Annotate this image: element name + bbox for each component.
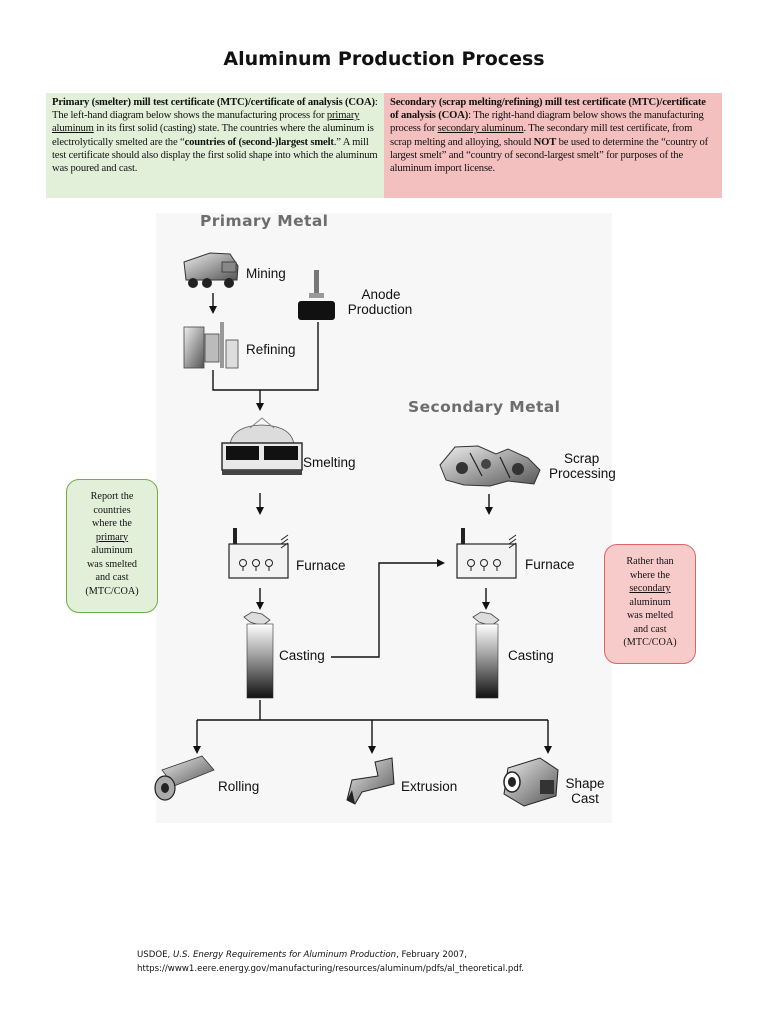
anode-production-label: Anode Production: [347, 287, 413, 317]
furnace-label-right: Furnace: [525, 557, 575, 572]
secondary-mtc-text-2: . The secondary mill test certificate, f…: [390, 123, 693, 148]
primary-callout: Report the countries where the primary a…: [66, 479, 158, 613]
citation-url: https://www1.eere.energy.gov/manufacturi…: [137, 964, 524, 974]
secondary-aluminum-term: secondary aluminum: [437, 123, 524, 135]
shape-label-line-2: Cast: [571, 791, 599, 806]
furnace-icon-left: [228, 528, 289, 579]
casting-ingot-icon-left: [243, 611, 274, 699]
anode-label-line-2: Production: [347, 302, 413, 317]
primary-metal-title: Primary Metal: [200, 212, 329, 230]
shape-cast-icon: [503, 757, 559, 807]
citation-line-1: USDOE, U.S. Energy Requirements for Alum…: [137, 948, 697, 962]
anode-label-line-1: Anode: [361, 287, 401, 302]
mining-label: Mining: [246, 266, 286, 281]
primary-mtc-description: Primary (smelter) mill test certificate …: [46, 93, 384, 198]
casting-label-left: Casting: [279, 648, 325, 663]
callout-line: Report the: [90, 491, 134, 502]
refinery-icon: [183, 322, 239, 369]
shape-cast-label: Shape Cast: [565, 776, 605, 806]
furnace-label-left: Furnace: [296, 558, 346, 573]
callout-line: was melted: [626, 610, 674, 621]
callout-line: was smelted: [86, 558, 138, 570]
page-title: Aluminum Production Process: [223, 48, 545, 70]
callout-line: (MTC/COA): [85, 585, 139, 597]
scrap-label-line-1: Scrap: [564, 451, 600, 466]
smelting-pot-icon: [221, 417, 303, 475]
secondary-mtc-description: Secondary (scrap melting/refining) mill …: [384, 93, 722, 198]
shape-label-line-1: Shape: [565, 776, 605, 791]
primary-mtc-text-2: in its first solid (casting) state. The …: [52, 123, 374, 148]
callout-line: where the: [92, 518, 132, 529]
citation-author: USDOE,: [137, 950, 174, 960]
process-diagram-background: [156, 213, 612, 823]
smelting-label: Smelting: [303, 455, 356, 470]
callout-line: aluminum: [91, 545, 133, 556]
rolling-coil-icon: [154, 755, 215, 801]
anode-icon: [298, 270, 335, 320]
secondary-callout: Rather than where the secondary aluminum…: [604, 544, 696, 664]
callout-line: (MTC/COA): [623, 637, 677, 648]
primary-mtc-text: : The left-hand diagram below shows the …: [52, 97, 378, 122]
casting-label-right: Casting: [508, 648, 554, 663]
scrap-label-line-2: Processing: [549, 466, 616, 481]
callout-line: and cast: [95, 572, 129, 583]
citation-date: , February 2007,: [396, 950, 467, 960]
primary-aluminum-term: primary aluminum: [52, 110, 360, 135]
callout-line: and cast: [633, 623, 667, 635]
not-emphasis: NOT: [533, 136, 557, 148]
casting-ingot-icon-right: [472, 611, 500, 699]
flow-arrows: [193, 293, 552, 754]
extrusion-label: Extrusion: [401, 779, 458, 794]
furnace-icon-right: [456, 528, 517, 579]
citation-title: U.S. Energy Requirements for Aluminum Pr…: [173, 950, 397, 960]
primary-mtc-heading: Primary (smelter) mill test certificate …: [52, 97, 375, 108]
countries-of-smelt-term: countries of (second-)largest smelt: [184, 136, 334, 148]
callout-line: where the: [630, 569, 670, 581]
scrap-pile-icon: [439, 445, 541, 487]
secondary-mtc-text-3: be used to determine the “country of lar…: [390, 136, 708, 175]
secondary-mtc-text: : The right-hand diagram below shows the…: [390, 110, 704, 135]
callout-line: Rather than: [626, 556, 674, 567]
rolling-label: Rolling: [218, 779, 260, 794]
secondary-metal-title: Secondary Metal: [408, 398, 561, 416]
refining-label: Refining: [246, 342, 296, 357]
primary-mtc-text-3: .” A mill test certificate should also d…: [52, 136, 378, 175]
callout-primary-term: primary: [95, 531, 129, 543]
mining-truck-icon: [183, 252, 239, 288]
source-citation: USDOE, U.S. Energy Requirements for Alum…: [137, 948, 697, 976]
secondary-mtc-heading: Secondary (scrap melting/refining) mill …: [390, 97, 706, 122]
callout-secondary-term: secondary: [629, 583, 671, 594]
callout-line: aluminum: [629, 596, 671, 608]
extrusion-profile-icon: [346, 757, 395, 805]
scrap-processing-label: Scrap Processing: [549, 451, 616, 481]
callout-line: countries: [93, 504, 131, 516]
